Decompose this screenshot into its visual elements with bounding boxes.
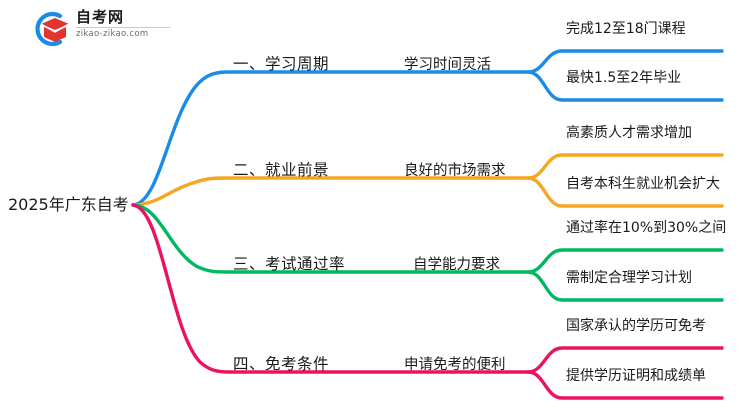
logo-text: 自考网 zikao-zikao.com <box>76 9 170 39</box>
logo-mark-icon <box>35 11 70 47</box>
site-logo: 自考网 zikao-zikao.com <box>30 8 180 50</box>
branch-3-topic[interactable]: 三、考试通过率 <box>233 255 346 273</box>
branch-4-leaf-1[interactable]: 国家承认的学历可免考 <box>566 318 706 334</box>
logo-divider <box>76 27 170 28</box>
branch-3-fork-upper <box>526 248 724 274</box>
branch-2-fork-upper <box>526 153 724 180</box>
branch-1-topic[interactable]: 一、学习周期 <box>233 55 330 73</box>
branch-1-spine <box>131 70 530 207</box>
branch-2-leaf-2[interactable]: 自考本科生就业机会扩大 <box>566 176 720 192</box>
branch-1-subtopic[interactable]: 学习时间灵活 <box>404 57 491 73</box>
branch-3-subtopic[interactable]: 自学能力要求 <box>413 257 500 273</box>
branch-1-leaf-2[interactable]: 最快1.5至2年毕业 <box>566 70 682 86</box>
mindmap-root-node[interactable]: 2025年广东自考 <box>8 195 129 214</box>
logo-domain: zikao-zikao.com <box>76 29 149 39</box>
branch-2-leaf-1[interactable]: 高素质人才需求增加 <box>566 125 692 141</box>
branch-4-subtopic[interactable]: 申请免考的便利 <box>404 357 506 373</box>
branch-2-spine <box>131 176 530 207</box>
branch-4-topic[interactable]: 四、免考条件 <box>233 355 330 373</box>
logo-title: 自考网 <box>76 8 125 26</box>
branch-1-fork-upper <box>526 49 724 74</box>
branch-1-leaf-1[interactable]: 完成12至18门课程 <box>566 21 686 37</box>
branch-2-topic[interactable]: 二、就业前景 <box>233 161 330 179</box>
branch-4-leaf-2[interactable]: 提供学历证明和成绩单 <box>566 368 706 384</box>
branch-3-leaf-2[interactable]: 需制定合理学习计划 <box>566 270 692 286</box>
branch-3-leaf-1[interactable]: 通过率在10%到30%之间 <box>566 220 727 236</box>
branch-2-subtopic[interactable]: 良好的市场需求 <box>404 163 506 179</box>
branch-4-spine <box>131 203 530 374</box>
